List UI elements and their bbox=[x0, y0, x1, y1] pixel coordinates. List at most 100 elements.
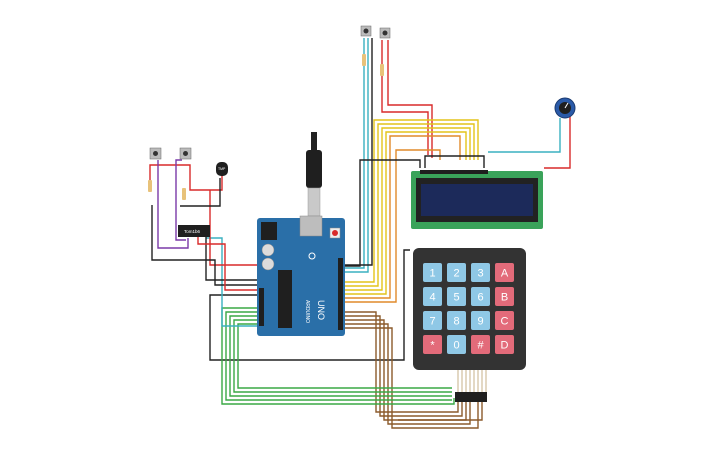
keypad-key-b[interactable] bbox=[495, 287, 514, 306]
pushbutton-top-2-cap bbox=[382, 30, 388, 36]
keypad-key-c[interactable] bbox=[495, 311, 514, 330]
keypad-key-label: 6 bbox=[477, 292, 483, 304]
board-uno-label: UNO bbox=[316, 300, 326, 320]
resistor-left-2[interactable] bbox=[182, 188, 186, 200]
usb-port bbox=[299, 215, 323, 237]
potentiometer[interactable] bbox=[554, 97, 576, 119]
capacitor-1 bbox=[261, 243, 275, 257]
wire-black-chip bbox=[205, 236, 258, 281]
infinity-logo bbox=[308, 252, 316, 260]
pot-indicator bbox=[564, 102, 569, 109]
wire-brown-6 bbox=[398, 395, 483, 421]
wire-yellow-3 bbox=[345, 127, 471, 291]
keypad-key-label: 8 bbox=[453, 316, 459, 328]
resistor-left-1[interactable] bbox=[148, 180, 152, 192]
keypad-key-label: 2 bbox=[453, 268, 459, 280]
header-left bbox=[259, 288, 264, 326]
capacitor-2 bbox=[261, 257, 275, 271]
wire-red-chip bbox=[197, 236, 258, 291]
wire-green-2 bbox=[225, 311, 452, 401]
wire-cyan-left bbox=[206, 237, 258, 327]
reset-button-cap bbox=[332, 230, 338, 236]
wires bbox=[149, 38, 571, 429]
keypad-key-label: 3 bbox=[477, 268, 483, 280]
wire-cyan-pot bbox=[488, 118, 561, 153]
usb-plug-metal bbox=[307, 187, 321, 217]
wire-brown-5 bbox=[345, 327, 479, 429]
keypad-key-hash[interactable] bbox=[471, 335, 490, 354]
keypad-key-label: * bbox=[430, 340, 435, 352]
keypad-key-2[interactable] bbox=[447, 263, 466, 282]
keypad-key-label: 5 bbox=[453, 292, 459, 304]
keypad-key-label: 0 bbox=[453, 340, 459, 352]
keypad-key-9[interactable] bbox=[471, 311, 490, 330]
keypad-key-7[interactable] bbox=[423, 311, 442, 330]
wire-red-left-2 bbox=[209, 190, 258, 266]
wire-green-5 bbox=[237, 323, 452, 389]
keypad-key-1[interactable] bbox=[423, 263, 442, 282]
keypad-key-8[interactable] bbox=[447, 311, 466, 330]
lcd-display[interactable] bbox=[411, 170, 543, 229]
keypad-key-label: 9 bbox=[477, 316, 483, 328]
keypad-key-5[interactable] bbox=[447, 287, 466, 306]
keypad-key-d[interactable] bbox=[495, 335, 514, 354]
wire-green-4 bbox=[233, 319, 452, 393]
left-module[interactable]: TMP Tom1b6 bbox=[148, 147, 228, 237]
wire-purple-left-2 bbox=[175, 159, 186, 241]
lcd-header-pins bbox=[420, 170, 488, 174]
keypad-key-label: A bbox=[501, 268, 509, 280]
keypad-key-label: B bbox=[501, 292, 508, 304]
tmp-sensor[interactable] bbox=[216, 162, 228, 176]
keypad-key-0[interactable] bbox=[447, 335, 466, 354]
wire-red-pot bbox=[544, 115, 571, 169]
board-brand-label: ARDUINO bbox=[304, 300, 310, 323]
wire-cyan-top-2 bbox=[345, 38, 369, 273]
wire-red-left bbox=[149, 164, 223, 191]
wire-brown-1 bbox=[345, 311, 459, 413]
keypad-key-a[interactable] bbox=[495, 263, 514, 282]
wire-green-1 bbox=[221, 307, 455, 405]
keypad-key-label: C bbox=[501, 316, 509, 328]
wire-yellow-2 bbox=[345, 123, 475, 287]
power-jack bbox=[261, 222, 277, 240]
keypad-key-6[interactable] bbox=[471, 287, 490, 306]
keypad-key-4[interactable] bbox=[423, 287, 442, 306]
wire-brown-2 bbox=[345, 315, 463, 417]
wire-red-top bbox=[381, 40, 429, 155]
tmp-sensor-label: TMP bbox=[218, 167, 226, 171]
wire-black-lcd-2 bbox=[424, 155, 485, 168]
ic-chip[interactable] bbox=[178, 225, 210, 237]
wire-brown-4 bbox=[345, 323, 471, 425]
wire-yellow-1 bbox=[345, 119, 479, 283]
wire-orange-2 bbox=[345, 149, 441, 303]
keypad-connector bbox=[455, 392, 487, 402]
keypad-key-label: 4 bbox=[429, 292, 435, 304]
usb-cable[interactable] bbox=[306, 132, 322, 217]
wire-brown-3 bbox=[345, 319, 467, 421]
resistor-top-1[interactable] bbox=[362, 54, 366, 66]
keypad-key-3[interactable] bbox=[471, 263, 490, 282]
wire-purple-left bbox=[157, 160, 189, 249]
wire-black-left-2 bbox=[180, 178, 221, 207]
resistor-top-2[interactable] bbox=[380, 64, 384, 76]
pushbutton-left-2-cap bbox=[183, 151, 188, 156]
arduino-board[interactable]: UNO ARDUINO bbox=[257, 215, 345, 336]
keypad-key-label: 7 bbox=[429, 316, 435, 328]
wire-orange-1 bbox=[345, 135, 461, 299]
ic-chip-label: Tom1b6 bbox=[184, 229, 201, 234]
wire-red-top-2 bbox=[387, 40, 433, 158]
usb-plug-body bbox=[306, 150, 322, 188]
top-pushbuttons[interactable] bbox=[360, 25, 391, 76]
wire-black-lcd bbox=[345, 159, 421, 267]
keypad-ribbon bbox=[457, 370, 487, 392]
header-right bbox=[338, 258, 343, 330]
wire-black-loop bbox=[209, 249, 410, 361]
keypad-key-star[interactable] bbox=[423, 335, 442, 354]
keypad-key-label: # bbox=[477, 340, 484, 352]
wire-black-left bbox=[151, 205, 258, 286]
pushbutton-left-1-cap bbox=[153, 151, 158, 156]
wire-black-top bbox=[345, 38, 373, 266]
